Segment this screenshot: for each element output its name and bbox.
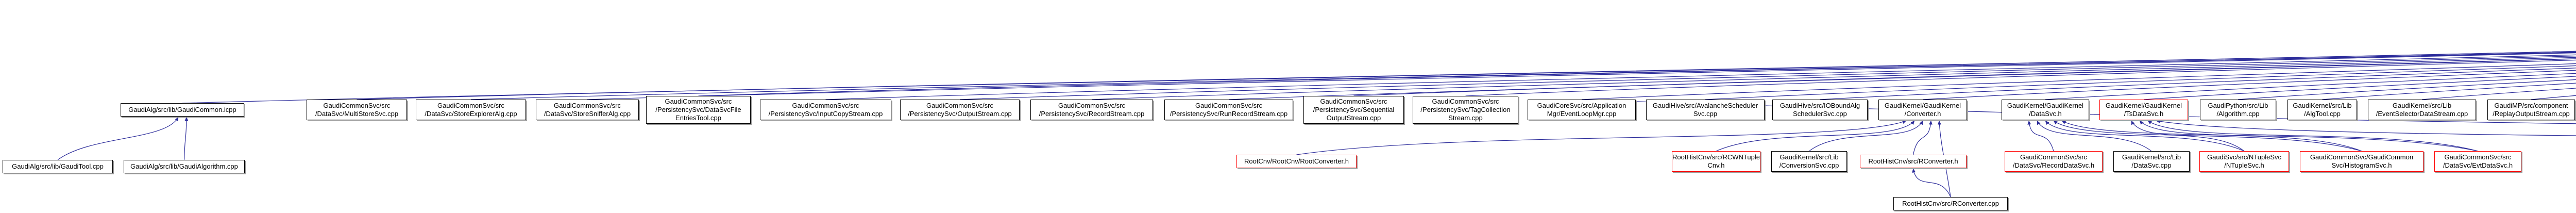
include-edge [2421,88,2576,100]
include-edge [1581,63,2576,100]
graph-node[interactable]: GaudiKernel/src/Lib /ConversionSvc.cpp [1771,151,1847,172]
graph-node-truncated[interactable]: RootCnv/RootCnv/RootConverter.h [1236,155,1357,168]
graph-node[interactable]: GaudiKernel/src/Lib /AlgTool.cpp [2287,100,2357,120]
include-edge [1353,58,2576,96]
graph-node-truncated[interactable]: GaudiCommonSvc/src /DataSvc/RecordDataSv… [2005,151,2103,172]
include-edge [2531,95,2576,100]
graph-node[interactable]: GaudiAlg/src/lib/GaudiTool.cpp [3,160,113,173]
include-edge [1912,168,1951,198]
graph-node[interactable]: GaudiHive/src/IOBoundAlg SchedulerSvc.cp… [1772,100,1868,120]
include-edge [2147,120,2478,152]
include-edge [1091,57,2576,100]
graph-node-truncated[interactable]: RootHistCnv/src/RConverter.h [1860,155,1967,168]
include-edge [2037,120,2152,152]
graph-node[interactable]: GaudiAlg/src/lib/GaudiAlgorithm.cpp [124,160,245,173]
graph-node[interactable]: GaudiPython/src/Lib /Algorithm.cpp [2200,100,2276,120]
include-edge [2061,120,2478,152]
include-edge [183,117,189,160]
graph-node-truncated[interactable]: GaudiCommonSvc/GaudiCommon Svc/Histogram… [2300,151,2424,172]
graph-node-truncated[interactable]: GaudiCommonSvc/src /DataSvc/EvtDataSvc.h [2434,151,2521,172]
include-edge [1716,120,1915,152]
include-edge [959,56,2576,100]
include-edge [2045,73,2576,100]
include-edge [2131,120,2245,152]
include-edge [2322,83,2576,100]
include-edge [1705,65,2576,100]
graph-node[interactable]: GaudiCommonSvc/src /DataSvc/MultiStoreSv… [307,100,407,120]
graph-node-truncated[interactable]: GaudiSvc/src/NTupleSvc /NTupleSvc.h [2199,151,2289,172]
graph-node[interactable]: GaudiAlg/src/lib/GaudiCommon.icpp [121,103,244,117]
include-edge [2156,119,2576,136]
graph-node-truncated[interactable]: GaudiKernel/GaudiKernel /TsDataSvc.h [2099,100,2188,120]
graph-node[interactable]: GaudiCoreSvc/src/Application Mgr/EventLo… [1528,100,1636,120]
include-edge [1296,120,1907,155]
include-edge [2045,120,2245,152]
graph-node[interactable]: GaudiCommonSvc/src /PersistencySvc/DataS… [646,96,751,124]
include-edge [2053,120,2362,152]
include-edge [2143,76,2576,100]
include-edge [825,54,2576,100]
include-edge [698,52,2576,96]
include-edge [357,51,2576,100]
include-edge [57,117,179,160]
graph-node[interactable]: GaudiCommonSvc/src /PersistencySvc/RunRe… [1164,100,1293,120]
graph-node[interactable]: GaudiKernel/GaudiKernel /Converter.h [1878,100,1967,120]
graph-node[interactable]: GaudiCommonSvc/src /DataSvc/StoreExplore… [416,100,526,120]
graph-node[interactable]: GaudiMP/src/component /ReplayOutputStrea… [2487,100,2575,120]
include-edge [1922,70,2576,100]
include-edge [470,52,2576,100]
include-edge [2139,120,2362,152]
include-edge [2238,79,2576,100]
include-edge [587,52,2576,100]
graph-node[interactable]: GaudiCommonSvc/src /PersistencySvc/Input… [760,100,891,120]
include-edge [1809,120,1923,152]
include-edge [1820,68,2576,100]
include-edge [1912,120,1933,155]
include-edge [2027,120,2054,152]
graph-node-truncated[interactable]: RootHistCnv/src/RCWNTuple Cnv.h [1672,151,1760,172]
graph-node[interactable]: GaudiCommonSvc/src /PersistencySvc/Recor… [1030,100,1153,120]
graph-node[interactable]: GaudiCommonSvc/src /PersistencySvc/TagCo… [1413,96,1518,124]
graph-node[interactable]: GaudiKernel/src/Lib /EventSelectorDataSt… [2368,100,2476,120]
graph-node[interactable]: GaudiCommonSvc/src /PersistencySvc/Outpu… [900,100,1020,120]
graph-node[interactable]: RootHistCnv/src/RConverter.cpp [1893,197,2008,210]
graph-node[interactable]: GaudiCommonSvc/src /PersistencySvc/Seque… [1303,96,1404,124]
graph-node[interactable]: GaudiCommonSvc/src /DataSvc/StoreSniffer… [536,100,639,120]
graph-node[interactable]: GaudiKernel/src/Lib /DataSvc.cpp [2113,151,2190,172]
include-edge [1465,59,2576,96]
graph-node[interactable]: GaudiKernel/GaudiKernel /DataSvc.h [2002,100,2089,120]
graph-node[interactable]: GaudiHive/src/AvalancheScheduler Svc.cpp [1646,100,1765,120]
